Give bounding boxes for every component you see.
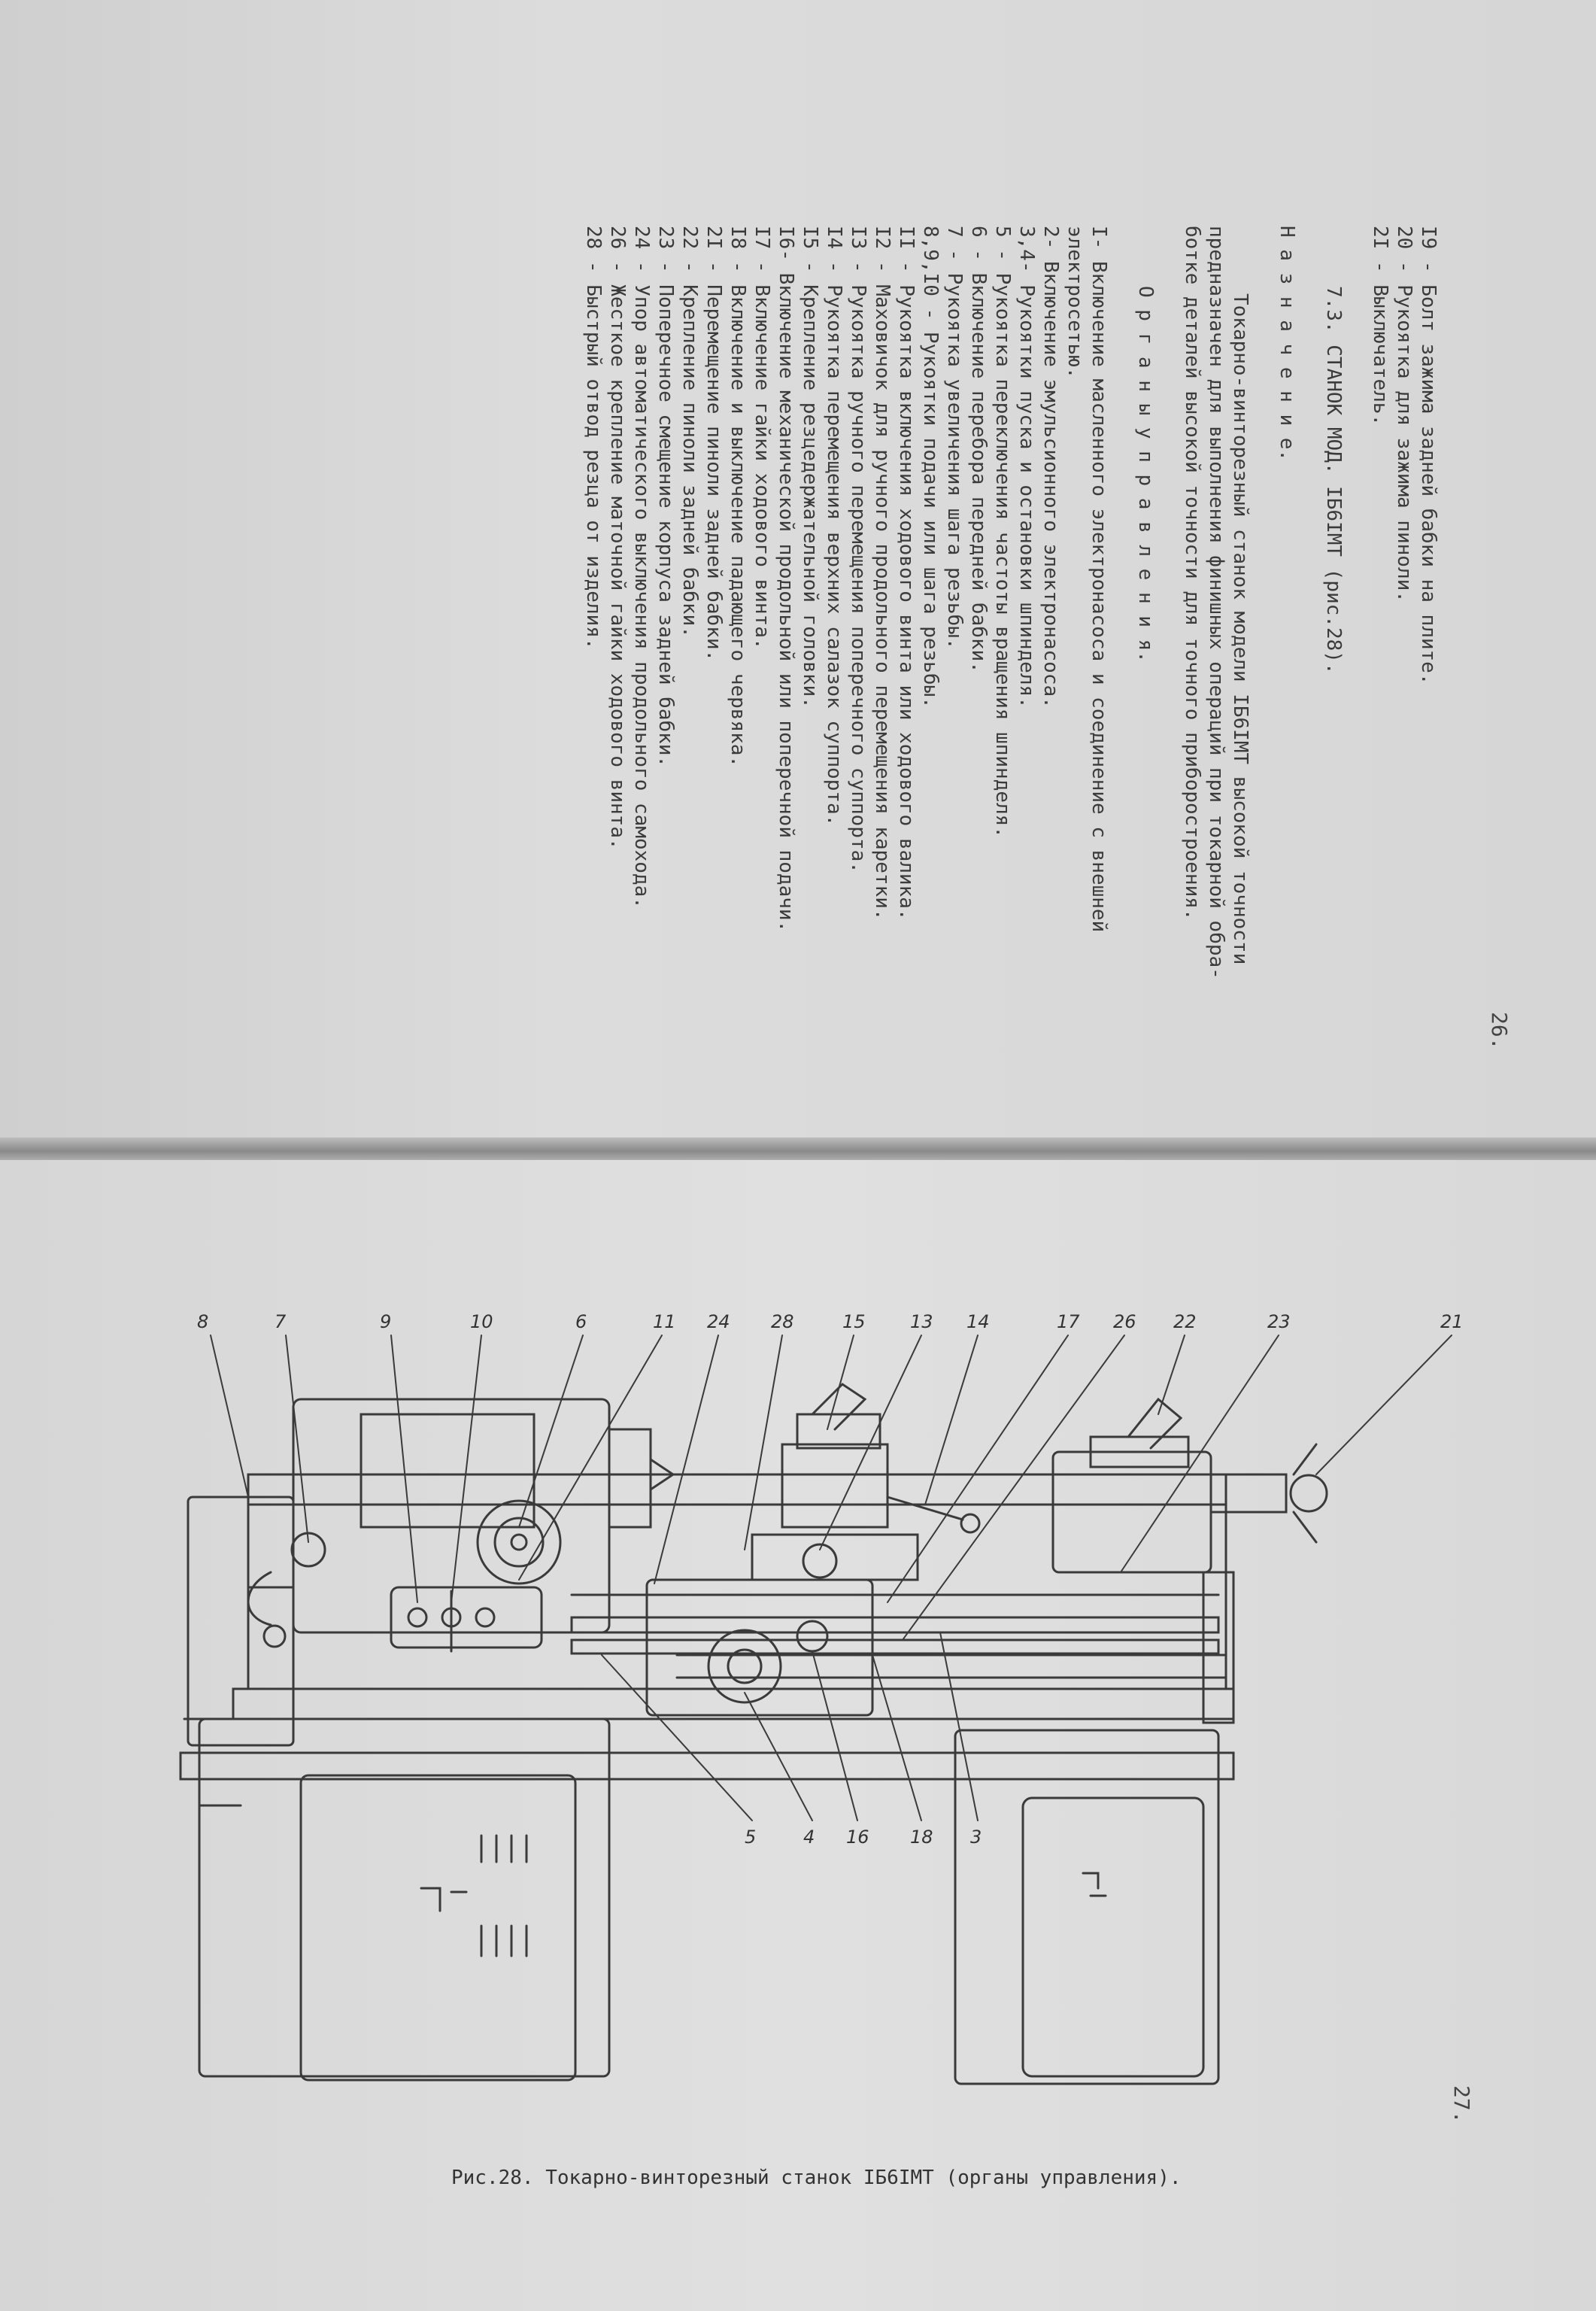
callout-18: 18 — [910, 1827, 933, 1848]
lead-screw — [570, 1593, 1220, 1655]
figure-caption: Рис.28. Токарно-винторезный станок IБ6IМ… — [451, 2167, 1182, 2189]
cabinet-right — [954, 1729, 1220, 2085]
callout-15: 15 — [842, 1311, 866, 1332]
callout-6: 6 — [575, 1311, 587, 1332]
callout-26: 26 — [1113, 1311, 1136, 1332]
toolpost — [781, 1383, 981, 1534]
callout-24: 24 — [707, 1311, 730, 1332]
bottom-page: 27. — [0, 1160, 1596, 2311]
top-page: I9 - Болт зажима задней бабки на плите.2… — [0, 0, 1596, 1147]
callout-21: 21 — [1440, 1311, 1464, 1332]
callout-3: 3 — [970, 1827, 982, 1848]
callout-9: 9 — [380, 1311, 392, 1332]
gearbox — [187, 1496, 543, 1747]
callout-5: 5 — [745, 1827, 757, 1848]
callout-17: 17 — [1057, 1311, 1080, 1332]
callout-7: 7 — [275, 1311, 287, 1332]
carriage — [645, 1533, 919, 1717]
callout-23: 23 — [1267, 1311, 1291, 1332]
callout-28: 28 — [771, 1311, 794, 1332]
callout-13: 13 — [910, 1311, 933, 1332]
callout-14: 14 — [966, 1311, 990, 1332]
callout-4: 4 — [803, 1827, 815, 1848]
leader-lines — [210, 1335, 1452, 1821]
callout-8: 8 — [197, 1311, 209, 1332]
lathe-bed — [179, 1473, 1235, 1781]
callout-22: 22 — [1173, 1311, 1197, 1332]
callout-10: 10 — [470, 1311, 493, 1332]
tailstock — [1051, 1397, 1328, 1724]
callout-16: 16 — [846, 1827, 869, 1848]
callout-11: 11 — [653, 1311, 676, 1332]
cabinet-left — [198, 1717, 611, 2082]
headstock — [292, 1398, 675, 1634]
